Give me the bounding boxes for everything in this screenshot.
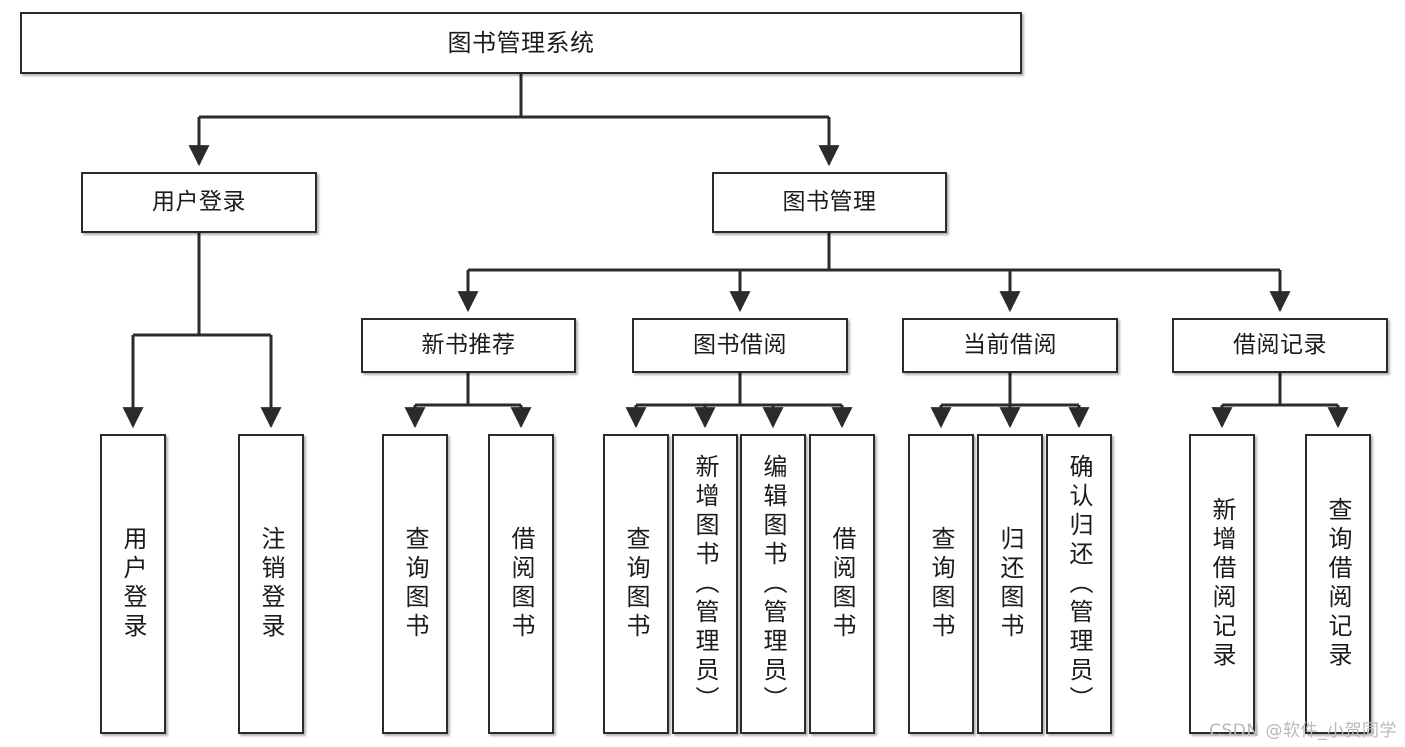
node-book-manage-label: 图书管理 [782,188,877,215]
node-leaf-query-record-label: 查询借阅记录 [1324,497,1352,671]
node-leaf-query-book-a[interactable]: 查询图书 [382,434,448,734]
node-leaf-query-record[interactable]: 查询借阅记录 [1305,434,1371,734]
node-leaf-logout-label: 注销登录 [257,526,285,642]
node-root-label: 图书管理系统 [447,28,595,57]
node-leaf-borrow-book-a[interactable]: 借阅图书 [488,434,554,734]
node-current-borrow-label: 当前借阅 [963,331,1057,358]
node-borrow-record[interactable]: 借阅记录 [1172,318,1388,373]
node-leaf-add-book[interactable]: 新增图书（管理员） [672,434,738,734]
node-leaf-user-login[interactable]: 用户登录 [100,434,166,734]
node-leaf-query-book-c-label: 查询图书 [927,526,955,642]
node-leaf-query-book-b-label: 查询图书 [622,526,650,642]
node-leaf-add-record-label: 新增借阅记录 [1208,497,1236,671]
node-new-book-rec-label: 新书推荐 [421,331,516,358]
node-borrow-record-label: 借阅记录 [1233,331,1327,358]
node-root[interactable]: 图书管理系统 [20,12,1022,74]
node-leaf-query-book-c[interactable]: 查询图书 [908,434,974,734]
node-leaf-borrow-book-b-label: 借阅图书 [828,526,856,642]
node-leaf-query-book-b[interactable]: 查询图书 [603,434,669,734]
node-user-login[interactable]: 用户登录 [81,172,317,233]
node-new-book-rec[interactable]: 新书推荐 [361,318,576,373]
node-leaf-logout[interactable]: 注销登录 [238,434,304,734]
node-leaf-edit-book-label: 编辑图书（管理员） [759,453,787,715]
node-leaf-return-book-label: 归还图书 [996,526,1024,642]
node-leaf-return-book[interactable]: 归还图书 [977,434,1043,734]
node-leaf-edit-book[interactable]: 编辑图书（管理员） [740,434,806,734]
node-leaf-confirm-return-label: 确认归还（管理员） [1065,453,1093,715]
node-book-borrow-label: 图书借阅 [693,331,787,358]
node-book-borrow[interactable]: 图书借阅 [632,318,848,373]
node-leaf-borrow-book-b[interactable]: 借阅图书 [809,434,875,734]
node-user-login-label: 用户登录 [152,188,246,215]
node-leaf-add-book-label: 新增图书（管理员） [691,453,719,715]
node-book-manage[interactable]: 图书管理 [712,172,947,233]
node-leaf-add-record[interactable]: 新增借阅记录 [1189,434,1255,734]
node-current-borrow[interactable]: 当前借阅 [902,318,1118,373]
node-leaf-query-book-a-label: 查询图书 [401,526,429,642]
node-leaf-borrow-book-a-label: 借阅图书 [507,526,535,642]
node-leaf-confirm-return[interactable]: 确认归还（管理员） [1046,434,1112,734]
node-leaf-user-login-label: 用户登录 [119,526,147,642]
